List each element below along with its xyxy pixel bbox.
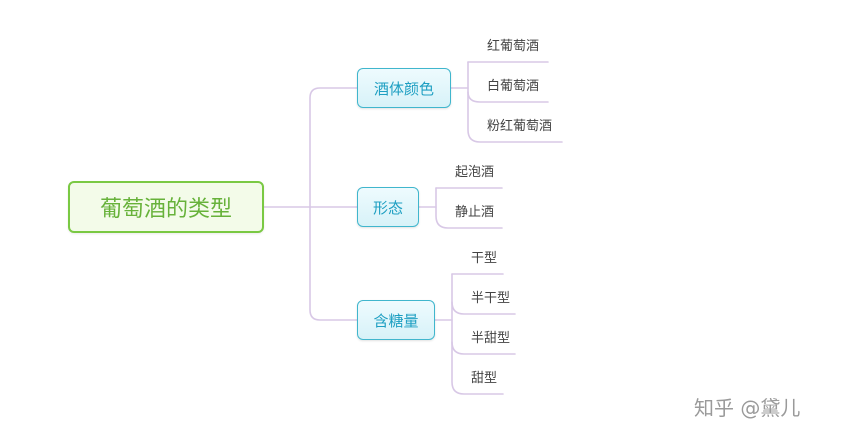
leaf-node-red-wine[interactable]: 红葡萄酒 — [487, 39, 540, 54]
root-node[interactable]: 葡萄酒的类型 — [68, 181, 264, 233]
category-label: 酒体颜色 — [373, 79, 434, 98]
leaf-node-sparkling-wine[interactable]: 起泡酒 — [455, 165, 495, 180]
category-node-wine-color[interactable]: 酒体颜色 — [357, 68, 451, 108]
leaf-node-off-dry[interactable]: 半干型 — [471, 291, 511, 306]
category-label: 形态 — [372, 198, 403, 217]
leaf-node-still-wine[interactable]: 静止酒 — [455, 205, 495, 220]
leaf-node-white-wine[interactable]: 白葡萄酒 — [487, 79, 540, 94]
leaf-node-sweet[interactable]: 甜型 — [471, 371, 498, 386]
leaf-node-dry[interactable]: 干型 — [471, 251, 498, 266]
category-node-form[interactable]: 形态 — [357, 187, 419, 227]
leaf-node-semi-sweet[interactable]: 半甜型 — [471, 331, 511, 346]
category-label: 含糖量 — [373, 311, 419, 330]
category-node-sugar-content[interactable]: 含糖量 — [357, 300, 435, 340]
root-label: 葡萄酒的类型 — [99, 197, 232, 222]
watermark: 知乎 @黛儿 — [694, 396, 801, 420]
leaf-node-rose-wine[interactable]: 粉红葡萄酒 — [487, 119, 553, 134]
